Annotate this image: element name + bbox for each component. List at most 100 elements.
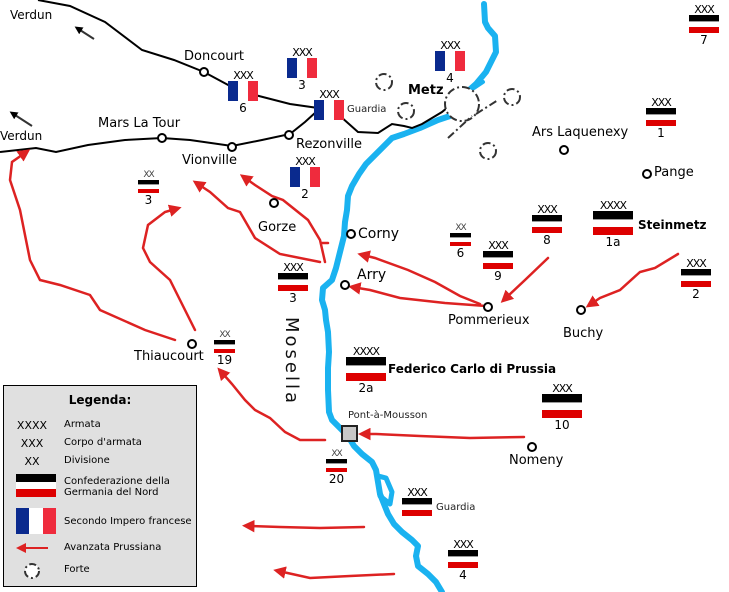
unit-echelon: XXX — [292, 46, 313, 59]
unit-number: 4 — [459, 568, 467, 582]
unit-echelon: XXX — [233, 69, 254, 82]
north-german-flag-icon — [214, 340, 235, 353]
advance-arrow — [273, 566, 396, 580]
french-flag-icon — [435, 51, 465, 71]
north-german-flag-icon — [681, 269, 711, 287]
north-german-flag-icon — [278, 273, 308, 291]
town-label-doncourt: Doncourt — [184, 49, 244, 64]
unit-number: 10 — [554, 418, 570, 432]
french-flag-icon — [287, 58, 317, 78]
unit-echelon: XXX — [488, 239, 509, 252]
prussian-advances — [8, 149, 680, 580]
fort-icon — [24, 563, 40, 579]
town-label-metz: Metz — [408, 83, 444, 98]
town-marker-arry — [340, 280, 350, 290]
unit-prussian-army-1a: XXXX 1a — [593, 200, 633, 248]
unit-echelon: XXX — [686, 257, 707, 270]
unit-number: 20 — [328, 472, 345, 486]
legend-symbol-xxxx: XXXX — [16, 419, 48, 432]
verdun-direction-arrow-north — [74, 26, 95, 40]
north-german-flag-icon — [532, 215, 562, 233]
unit-echelon: XXX — [407, 486, 428, 499]
unit-number: 3 — [298, 78, 306, 92]
unit-number: 7 — [700, 33, 708, 47]
north-german-flag-icon — [326, 459, 347, 472]
legend-item-french: Secondo Impero francese — [4, 508, 196, 534]
unit-prussian-corps-10: XXX 10 — [542, 383, 582, 431]
river-label-mosella: Mosella — [281, 317, 302, 407]
legend-title: Legenda: — [68, 393, 132, 407]
french-flag-icon — [290, 167, 320, 187]
unit-number: 1 — [657, 126, 665, 140]
fort-icon — [503, 88, 521, 106]
french-flag-icon — [314, 100, 344, 120]
fort-icon — [375, 73, 393, 91]
town-label-arry: Arry — [357, 267, 387, 283]
legend-label: Corpo d'armata — [64, 437, 142, 448]
unit-prussian-corps-3: XXX 3 — [278, 262, 308, 304]
legend-item-fort: Forte — [4, 562, 196, 582]
north-german-flag-icon — [689, 15, 719, 33]
legend-label: Avanzata Prussiana — [64, 542, 162, 553]
north-german-flag-icon — [646, 108, 676, 126]
town-label-nomeny: Nomeny — [509, 453, 564, 468]
town-marker-mars-la-tour — [157, 133, 167, 143]
legend-symbol-xx: XX — [24, 455, 40, 468]
town-label-pange: Pange — [654, 165, 694, 180]
town-marker-doncourt — [199, 67, 209, 77]
unit-prussian-division-6: XX 6 — [450, 224, 471, 259]
north-german-flag-icon — [16, 474, 56, 497]
town-marker-buchy — [576, 305, 586, 315]
north-german-flag-icon — [448, 550, 478, 568]
advance-arrow — [192, 180, 322, 264]
town-label-thiaucourt: Thiaucourt — [134, 349, 204, 364]
unit-echelon: XXXX — [352, 345, 380, 358]
town-label-buchy: Buchy — [563, 326, 604, 341]
forts — [375, 73, 521, 160]
red-arrow-icon — [16, 543, 48, 553]
unit-echelon: XXX — [537, 203, 558, 216]
unit-number: 3 — [289, 291, 297, 305]
legend-item-divisione: XX Divisione — [4, 455, 196, 475]
unit-french-corps-6: XXX 6 — [228, 70, 258, 114]
unit-note-guardia: Guardia — [347, 104, 387, 115]
unit-french-guard: XXX — [314, 89, 344, 120]
unit-number: 6 — [456, 246, 465, 260]
town-marker-ars-laquenexy — [559, 145, 569, 155]
unit-number: 3 — [144, 193, 153, 207]
unit-number: 2a — [358, 381, 374, 395]
town-label-gorze: Gorze — [258, 220, 297, 235]
direction-label-verdun: Verdun — [0, 129, 43, 143]
unit-echelon: XXX — [453, 538, 474, 551]
town-label-mars-la-tour: Mars La Tour — [98, 116, 181, 131]
unit-prussian-corps-8: XXX 8 — [532, 204, 562, 246]
pont-a-mousson-marker — [341, 425, 358, 442]
town-marker-corny — [346, 229, 356, 239]
legend-item-corpo: XXX Corpo d'armata — [4, 437, 196, 457]
legend-item-north-german: Confederazione della Germania del Nord — [4, 474, 196, 502]
advance-arrow — [500, 256, 550, 303]
direction-arrows — [9, 26, 95, 127]
north-german-flag-icon — [138, 180, 159, 193]
unit-prussian-army-2a: XXXX 2a — [346, 346, 386, 394]
advance-arrow — [8, 149, 177, 342]
unit-echelon: XX — [455, 223, 466, 233]
unit-french-corps-4: XXX 4 — [435, 40, 465, 84]
advance-arrow — [242, 519, 366, 533]
legend-item-advance: Avanzata Prussiana — [4, 542, 196, 562]
legend-label: Secondo Impero francese — [64, 516, 192, 527]
unit-echelon: XXX — [283, 261, 304, 274]
town-label-vionville: Vionville — [182, 153, 237, 168]
unit-french-corps-2: XXX 2 — [290, 156, 320, 200]
unit-number: 19 — [216, 353, 233, 367]
legend-label: Confederazione della Germania del Nord — [64, 476, 170, 498]
legend-box: Legenda: XXXX Armata XXX Corpo d'armata … — [3, 385, 197, 587]
unit-prussian-division-19: XX 19 — [214, 331, 235, 366]
north-german-flag-icon — [483, 251, 513, 269]
direction-label-verdun: Verdun — [10, 8, 53, 22]
town-label-ars-laquenexy: Ars Laquenexy — [532, 125, 629, 140]
unit-prussian-guard: XXX — [402, 487, 432, 516]
unit-echelon: XX — [219, 330, 230, 340]
unit-prussian-corps-1: XXX 1 — [646, 97, 676, 139]
